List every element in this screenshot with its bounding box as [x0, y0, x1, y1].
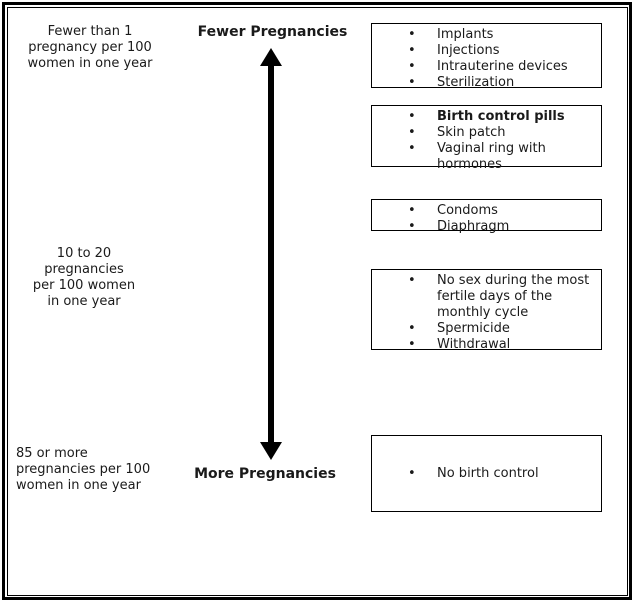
bullet-icon: • [408, 75, 416, 90]
method-box-none: • No birth control [371, 435, 602, 512]
list-item: • Condoms [372, 203, 601, 219]
list-item: • Spermicide [372, 321, 601, 337]
bullet-icon: • [408, 219, 416, 234]
double-arrow-shaft [268, 64, 274, 444]
list-item: • Skin patch [372, 125, 601, 141]
inner-frame-border [7, 7, 628, 596]
list-item: • Sterilization [372, 75, 601, 91]
list-item: • Diaphragm [372, 219, 601, 235]
bullet-icon: • [408, 337, 416, 352]
list-item: • No birth control [372, 466, 601, 482]
list-item-text: Birth control pills [437, 109, 565, 124]
rate-label-10-to-20: 10 to 20 pregnancies per 100 women in on… [32, 246, 136, 309]
rate-label-85-or-more: 85 or more pregnancies per 100 women in … [16, 446, 151, 493]
axis-top-label: Fewer Pregnancies [197, 24, 348, 40]
list-item-text: Withdrawal [437, 337, 511, 352]
bullet-icon: • [408, 125, 416, 140]
bullet-icon: • [408, 321, 416, 336]
list-item-text: Sterilization [437, 75, 515, 90]
list-item-text: No sex during the most fertile days of t… [437, 273, 590, 320]
list-item: • Birth control pills [372, 109, 601, 125]
bullet-icon: • [408, 43, 416, 58]
list-item: • Withdrawal [372, 337, 601, 353]
list-item-text: Diaphragm [437, 219, 510, 234]
method-box-behavioral: • No sex during the most fertile days of… [371, 269, 602, 353]
list-item-text: Implants [437, 27, 494, 42]
method-box-most-effective: • Implants • Injections • Intrauterine d… [371, 23, 602, 91]
bullet-icon: • [408, 109, 416, 124]
list-item: • Injections [372, 43, 601, 59]
bullet-icon: • [408, 141, 416, 156]
bullet-icon: • [408, 59, 416, 74]
list-item-text: Injections [437, 43, 500, 58]
list-item-text: Condoms [437, 203, 498, 218]
bullet-icon: • [408, 273, 416, 288]
bullet-icon: • [408, 27, 416, 42]
list-item: • Vaginal ring with hormones [372, 141, 601, 173]
list-item: • Intrauterine devices [372, 59, 601, 75]
outer-frame-border [2, 2, 632, 600]
list-item-text: Spermicide [437, 321, 510, 336]
arrow-up-icon [260, 48, 282, 66]
method-box-barrier: • Condoms • Diaphragm [371, 199, 602, 234]
arrow-down-icon [260, 442, 282, 460]
list-item: • No sex during the most fertile days of… [372, 273, 601, 321]
rate-label-fewer-than-1: Fewer than 1 pregnancy per 100 women in … [27, 24, 153, 71]
list-item-text: Skin patch [437, 125, 506, 140]
method-box-hormonal: • Birth control pills • Skin patch • Vag… [371, 105, 602, 172]
axis-bottom-label: More Pregnancies [194, 466, 336, 482]
list-item: • Implants [372, 27, 601, 43]
list-item-text: Intrauterine devices [437, 59, 568, 74]
bullet-icon: • [408, 203, 416, 218]
list-item-text: Vaginal ring with hormones [437, 141, 546, 172]
list-item-text: No birth control [437, 465, 539, 481]
bullet-icon: • [408, 465, 416, 481]
